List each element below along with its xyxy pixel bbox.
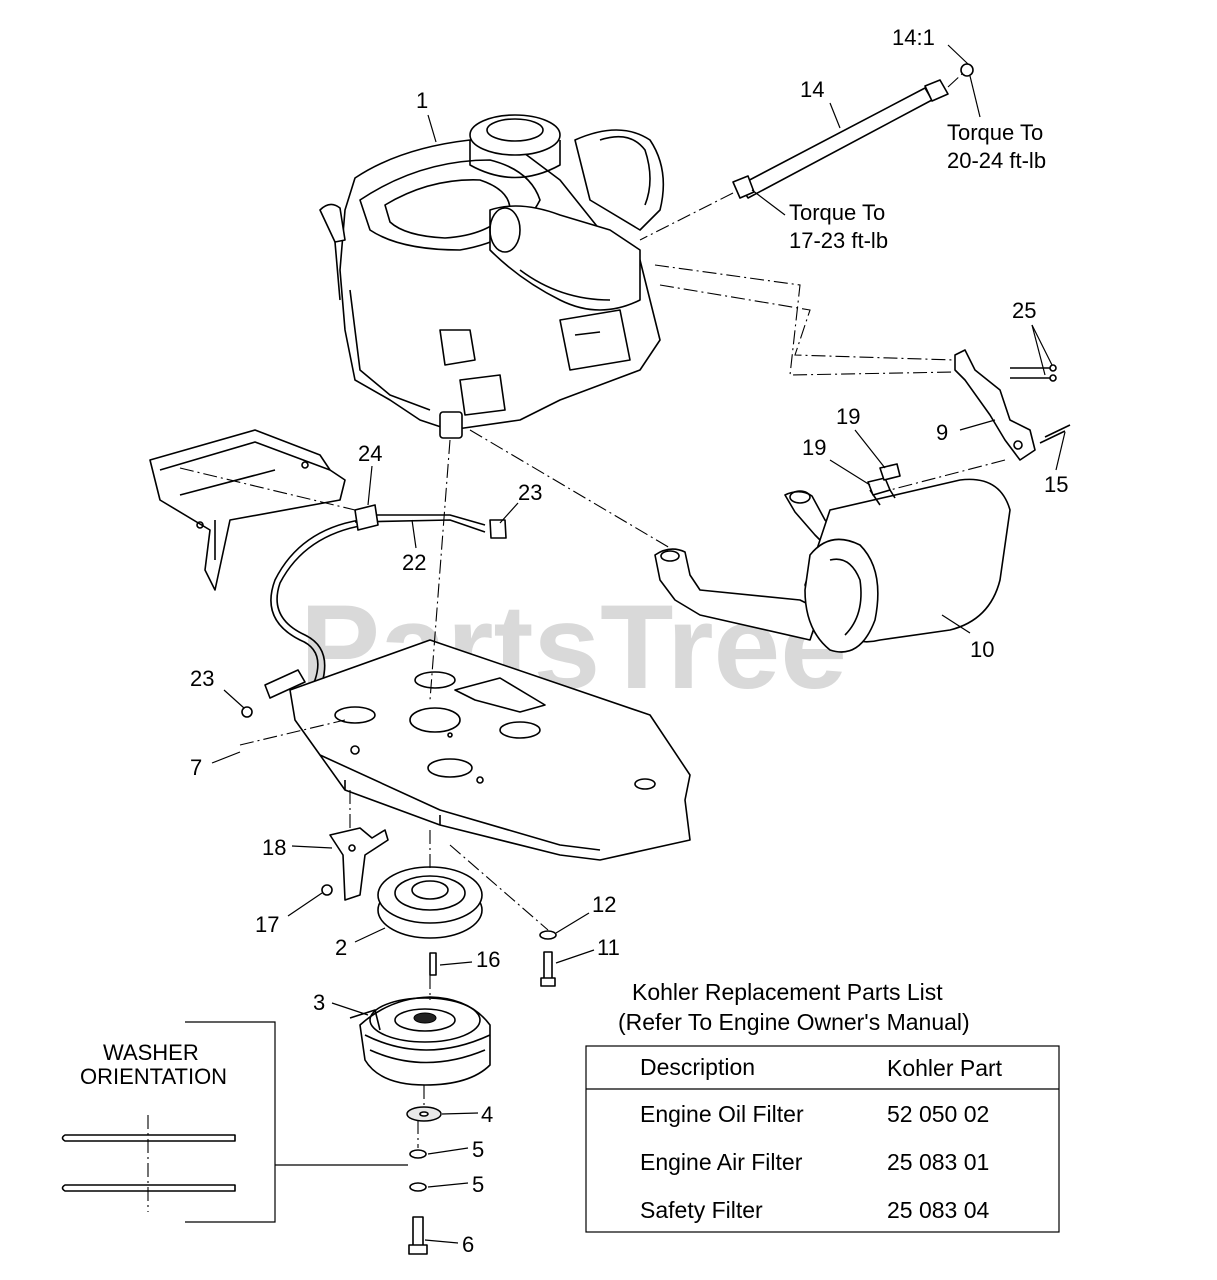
fuel-line-assembly	[639, 63, 974, 241]
callout-23-upper: 23	[518, 480, 542, 505]
callout-15: 15	[1044, 472, 1068, 497]
parts-list-header-part: Kohler Part	[887, 1055, 1003, 1081]
parts-list-row-description: Engine Air Filter	[640, 1149, 803, 1175]
callout-18: 18	[262, 835, 286, 860]
callout-19-upper: 19	[836, 404, 860, 429]
washer-orientation-inset	[61, 1021, 408, 1223]
parts-list-row-part: 25 083 01	[887, 1149, 989, 1175]
pulley	[377, 830, 483, 976]
callout-14: 14	[800, 77, 824, 102]
parts-list-subtitle: (Refer To Engine Owner's Manual)	[618, 1009, 970, 1035]
torque-notes: 14:1 Torque To 20-24 ft-lb Torque To 17-…	[789, 25, 1046, 253]
parts-list-row-part: 52 050 02	[887, 1101, 989, 1127]
muffler	[469, 429, 1011, 653]
torque-upper-line1: Torque To	[947, 120, 1043, 145]
throttle-cable	[241, 504, 507, 718]
callout-3: 3	[313, 990, 325, 1015]
callout-9: 9	[936, 420, 948, 445]
callout-6: 6	[462, 1232, 474, 1257]
callout-12: 12	[592, 892, 616, 917]
muffler-bracket	[654, 264, 1071, 491]
parts-list-row-description: Safety Filter	[640, 1197, 763, 1223]
parts-list-header-description: Description	[640, 1054, 755, 1080]
callout-10: 10	[970, 637, 994, 662]
washer-orientation-line2: ORIENTATION	[80, 1064, 227, 1089]
washer-orientation-line1: WASHER	[103, 1040, 199, 1065]
kohler-parts-list: Kohler Replacement Parts List (Refer To …	[585, 979, 1060, 1233]
torque-lower-line2: 17-23 ft-lb	[789, 228, 888, 253]
callout-2: 2	[335, 935, 347, 960]
parts-list-row-part: 25 083 04	[887, 1197, 990, 1223]
engine-deck-plate	[239, 439, 691, 861]
engine-deck-shield	[149, 429, 356, 591]
parts-list-title: Kohler Replacement Parts List	[632, 979, 943, 1005]
callout-19-lower: 19	[802, 435, 826, 460]
callout-7: 7	[190, 755, 202, 780]
callout-17: 17	[255, 912, 279, 937]
leader-lines	[211, 44, 1066, 1244]
callout-16: 16	[476, 947, 500, 972]
callout-5-lower: 5	[472, 1172, 484, 1197]
callout-11: 11	[597, 935, 620, 960]
callout-22: 22	[402, 550, 426, 575]
parts-list-row-description: Engine Oil Filter	[640, 1101, 804, 1127]
torque-lower-line1: Torque To	[789, 200, 885, 225]
electric-clutch	[349, 975, 491, 1086]
callout-labels: 1 14 25 9 15 19 19 10 24 23 22 23 7 18 1…	[190, 77, 1068, 1257]
callout-23-lower: 23	[190, 666, 214, 691]
clutch-stop-bracket	[321, 790, 389, 901]
mounting-hardware	[449, 844, 557, 987]
callout-4: 4	[481, 1102, 493, 1127]
callout-25: 25	[1012, 298, 1036, 323]
clutch-hardware-stack	[406, 1085, 442, 1255]
engine	[319, 114, 665, 439]
torque-upper-line2: 20-24 ft-lb	[947, 148, 1046, 173]
torque-ratio: 14:1	[892, 25, 935, 50]
callout-5-upper: 5	[472, 1137, 484, 1162]
callout-1: 1	[416, 88, 428, 113]
callout-24: 24	[358, 441, 382, 466]
